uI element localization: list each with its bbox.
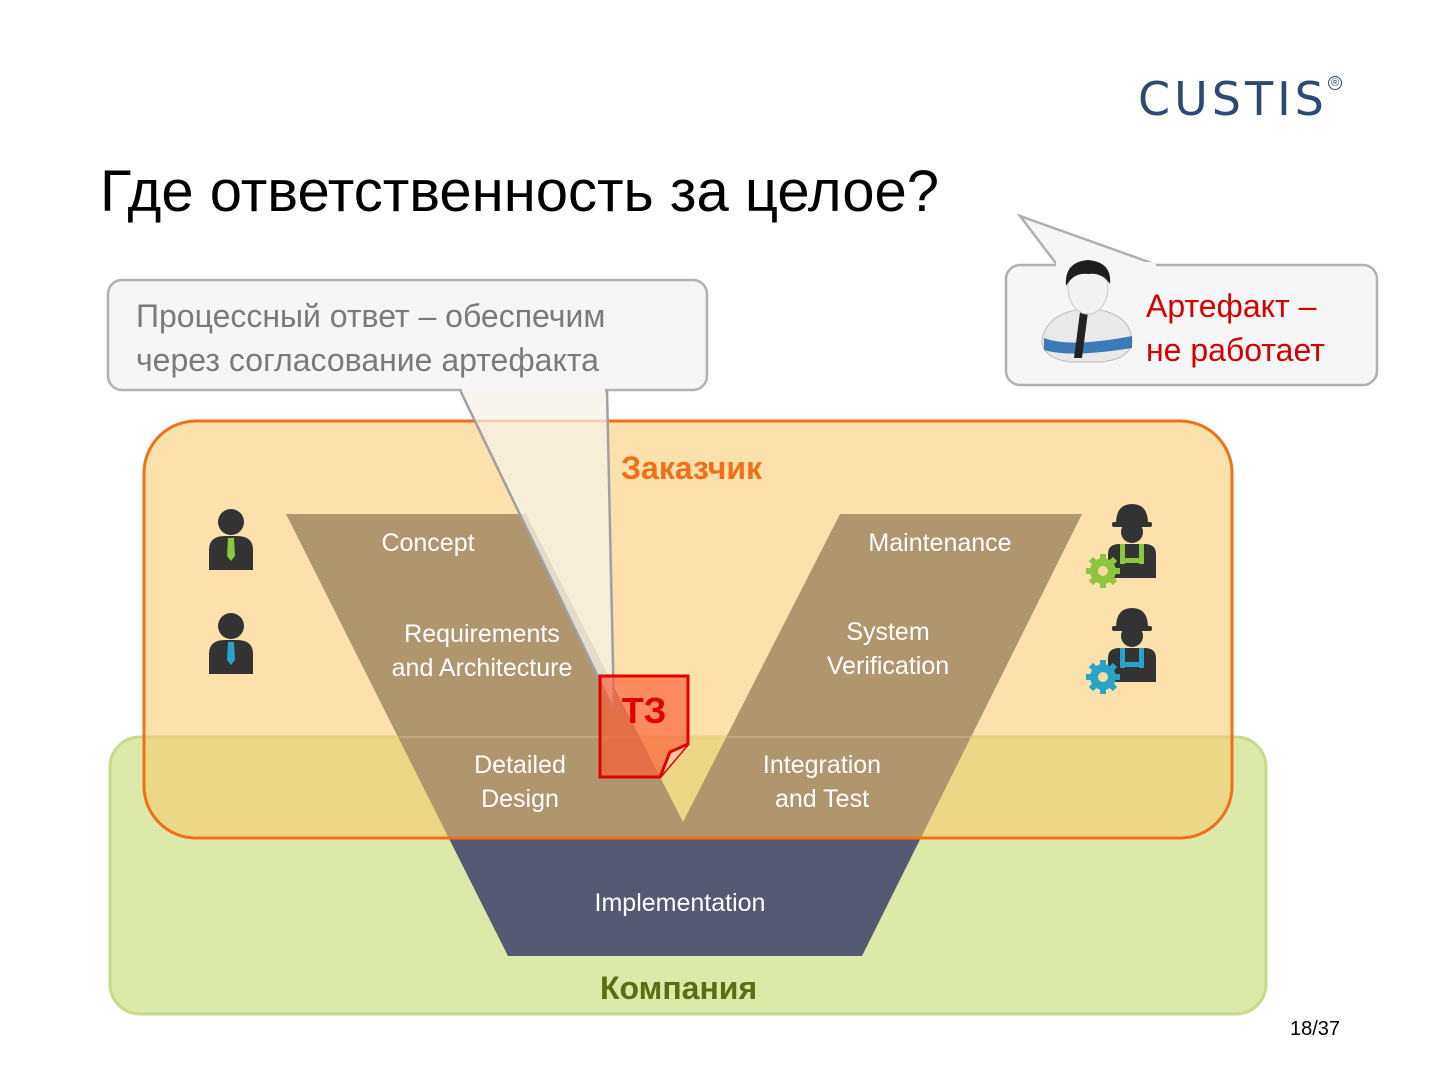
stage-concept: Concept [381,529,475,557]
stage-system-verification: System Verification [826,618,950,680]
stage-maintenance: Maintenance [868,529,1012,557]
page-number: 18/37 [1290,1018,1341,1040]
client-region [142,419,1234,840]
slide-title: Где ответственность за целое? [100,159,940,224]
callout-right-pointer [1016,213,1161,268]
callout-right-text: Артефакт – не работает [1146,288,1325,368]
gear-icon [1086,660,1120,694]
callout-left-box [106,278,709,392]
callout-left-text: Процессный ответ – обеспечим через согла… [136,298,606,378]
gear-icon [1086,554,1120,588]
manager-icon [209,509,253,570]
manager-icon [209,613,253,674]
worker-icon [1108,608,1156,682]
artifact-label: ТЗ [621,690,667,731]
stage-implementation: Implementation [594,889,766,917]
stage-integration: Integration and Test [762,751,882,813]
document-icon [598,674,690,779]
person-icon [1041,260,1133,363]
company-region-label: Компания [600,970,758,1006]
client-region-label: Заказчик [621,450,762,486]
registered-mark: ® [1328,76,1342,90]
stage-detailed-design: Detailed Design [474,751,566,813]
custis-logo: CUSTIS [1138,72,1328,126]
stage-requirements: Requirements and Architecture [391,620,573,682]
